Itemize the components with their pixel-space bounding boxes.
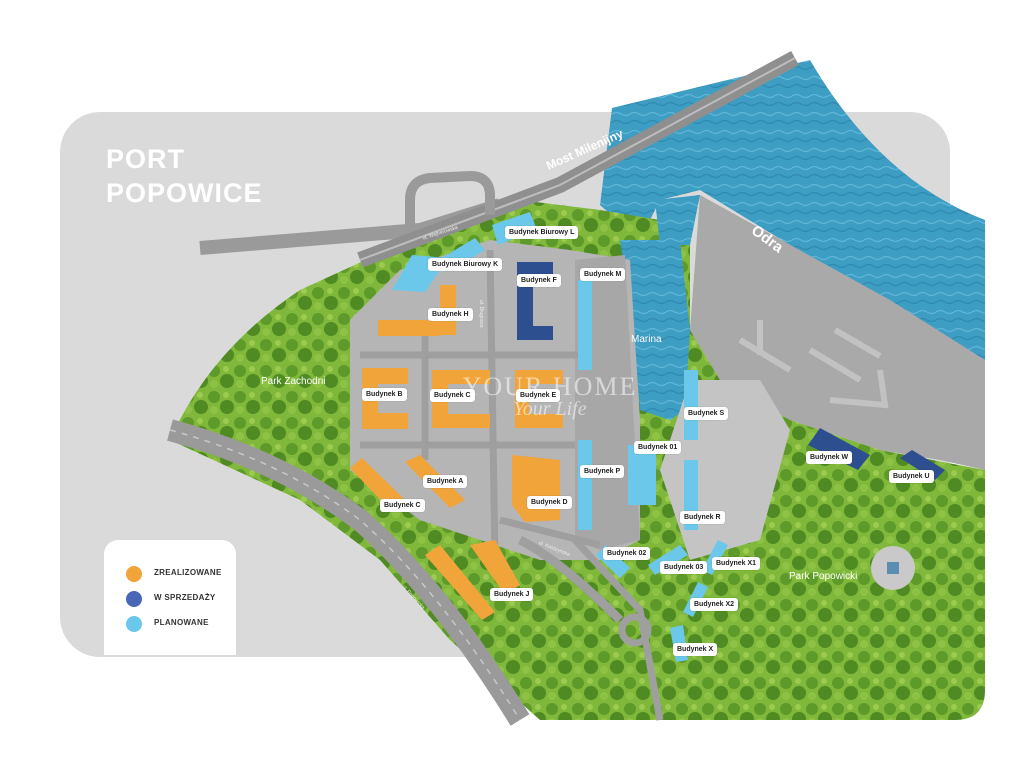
label-building-s[interactable]: Budynek S — [684, 407, 729, 420]
label-building-x2[interactable]: Budynek X2 — [690, 598, 739, 611]
label-building-e[interactable]: Budynek E — [516, 389, 561, 402]
building-01[interactable] — [628, 445, 656, 505]
building-c-south[interactable] — [432, 414, 490, 428]
building-c-side[interactable] — [432, 370, 490, 384]
building-s[interactable] — [684, 370, 698, 440]
label-building-02[interactable]: Budynek 02 — [603, 547, 651, 560]
legend-label-completed: ZREALIZOWANE — [154, 568, 222, 577]
building-03[interactable] — [648, 545, 688, 575]
park-pavilion — [887, 562, 899, 574]
label-building-j[interactable]: Budynek J — [490, 588, 534, 601]
building-j-2[interactable] — [470, 540, 520, 595]
label-building-h[interactable]: Budynek H — [428, 308, 473, 321]
label-building-p[interactable]: Budynek P — [580, 465, 625, 478]
road-wejherowska — [199, 198, 503, 255]
watermark-line-2: Your Life — [513, 398, 587, 420]
building-w[interactable] — [808, 428, 870, 470]
legend: ZREALIZOWANE W SPRZEDAŻY PLANOWANE — [104, 540, 236, 655]
legend-dot-on-sale — [126, 591, 142, 607]
building-c2[interactable] — [350, 458, 405, 512]
label-building-b[interactable]: Budynek B — [362, 388, 407, 401]
marina-label: Marina — [631, 334, 662, 345]
road-internal — [360, 249, 664, 721]
legend-dot-planned — [126, 616, 142, 632]
marina-water — [620, 240, 690, 420]
label-building-a[interactable]: Budynek A — [423, 475, 468, 488]
building-p[interactable] — [578, 440, 592, 530]
label-building-r[interactable]: Budynek R — [680, 511, 725, 524]
title-line-2: POPOWICE — [106, 178, 263, 208]
building-b[interactable] — [362, 368, 408, 384]
park-zachodni-label: Park Zachodni — [261, 376, 326, 387]
building-d[interactable] — [512, 455, 560, 522]
park-popowicki-label: Park Popowicki — [789, 571, 858, 582]
building-j[interactable] — [425, 545, 495, 620]
bridge-rail — [359, 57, 796, 261]
label-building-w[interactable]: Budynek W — [806, 451, 853, 464]
label-building-03[interactable]: Budynek 03 — [660, 561, 708, 574]
legend-label-planned: PLANOWANE — [154, 618, 209, 627]
building-e[interactable] — [515, 370, 563, 384]
building-e-end[interactable] — [529, 414, 563, 428]
marina-channel — [655, 195, 700, 245]
label-building-x1[interactable]: Budynek X1 — [712, 557, 761, 570]
street-dlugosza-label: ul. Długosza — [478, 300, 484, 328]
label-building-biurowy-k[interactable]: Budynek Biurowy K — [428, 258, 503, 271]
road-loop — [405, 170, 495, 230]
label-building-01[interactable]: Budynek 01 — [634, 441, 682, 454]
road-main-curve-line — [169, 429, 521, 721]
building-f-wing[interactable] — [517, 262, 553, 276]
label-building-d[interactable]: Budynek D — [527, 496, 572, 509]
building-f-foot[interactable] — [533, 326, 553, 340]
label-building-u[interactable]: Budynek U — [889, 470, 934, 483]
industrial-roads — [738, 320, 889, 409]
building-f[interactable] — [517, 286, 533, 340]
building-b-end[interactable] — [378, 413, 408, 429]
legend-dot-completed — [126, 566, 142, 582]
map-title: PORT POPOWICE — [106, 142, 263, 210]
label-building-c-south[interactable]: Budynek C — [380, 499, 425, 512]
river-odra — [600, 60, 985, 360]
buildings-completed — [350, 285, 563, 620]
label-building-c[interactable]: Budynek C — [430, 389, 475, 402]
building-m[interactable] — [578, 280, 592, 370]
building-u[interactable] — [900, 450, 945, 480]
label-building-m[interactable]: Budynek M — [580, 268, 626, 281]
buildings-on-sale — [517, 262, 945, 480]
label-building-biurowy-l[interactable]: Budynek Biurowy L — [505, 226, 579, 239]
legend-label-on-sale: W SPRZEDAŻY — [154, 593, 216, 602]
building-h[interactable] — [378, 320, 440, 336]
roundabout — [618, 613, 652, 647]
label-building-x[interactable]: Budynek X — [673, 643, 718, 656]
label-building-f[interactable]: Budynek F — [517, 274, 561, 287]
title-line-1: PORT — [106, 144, 186, 174]
road-south — [517, 535, 624, 624]
